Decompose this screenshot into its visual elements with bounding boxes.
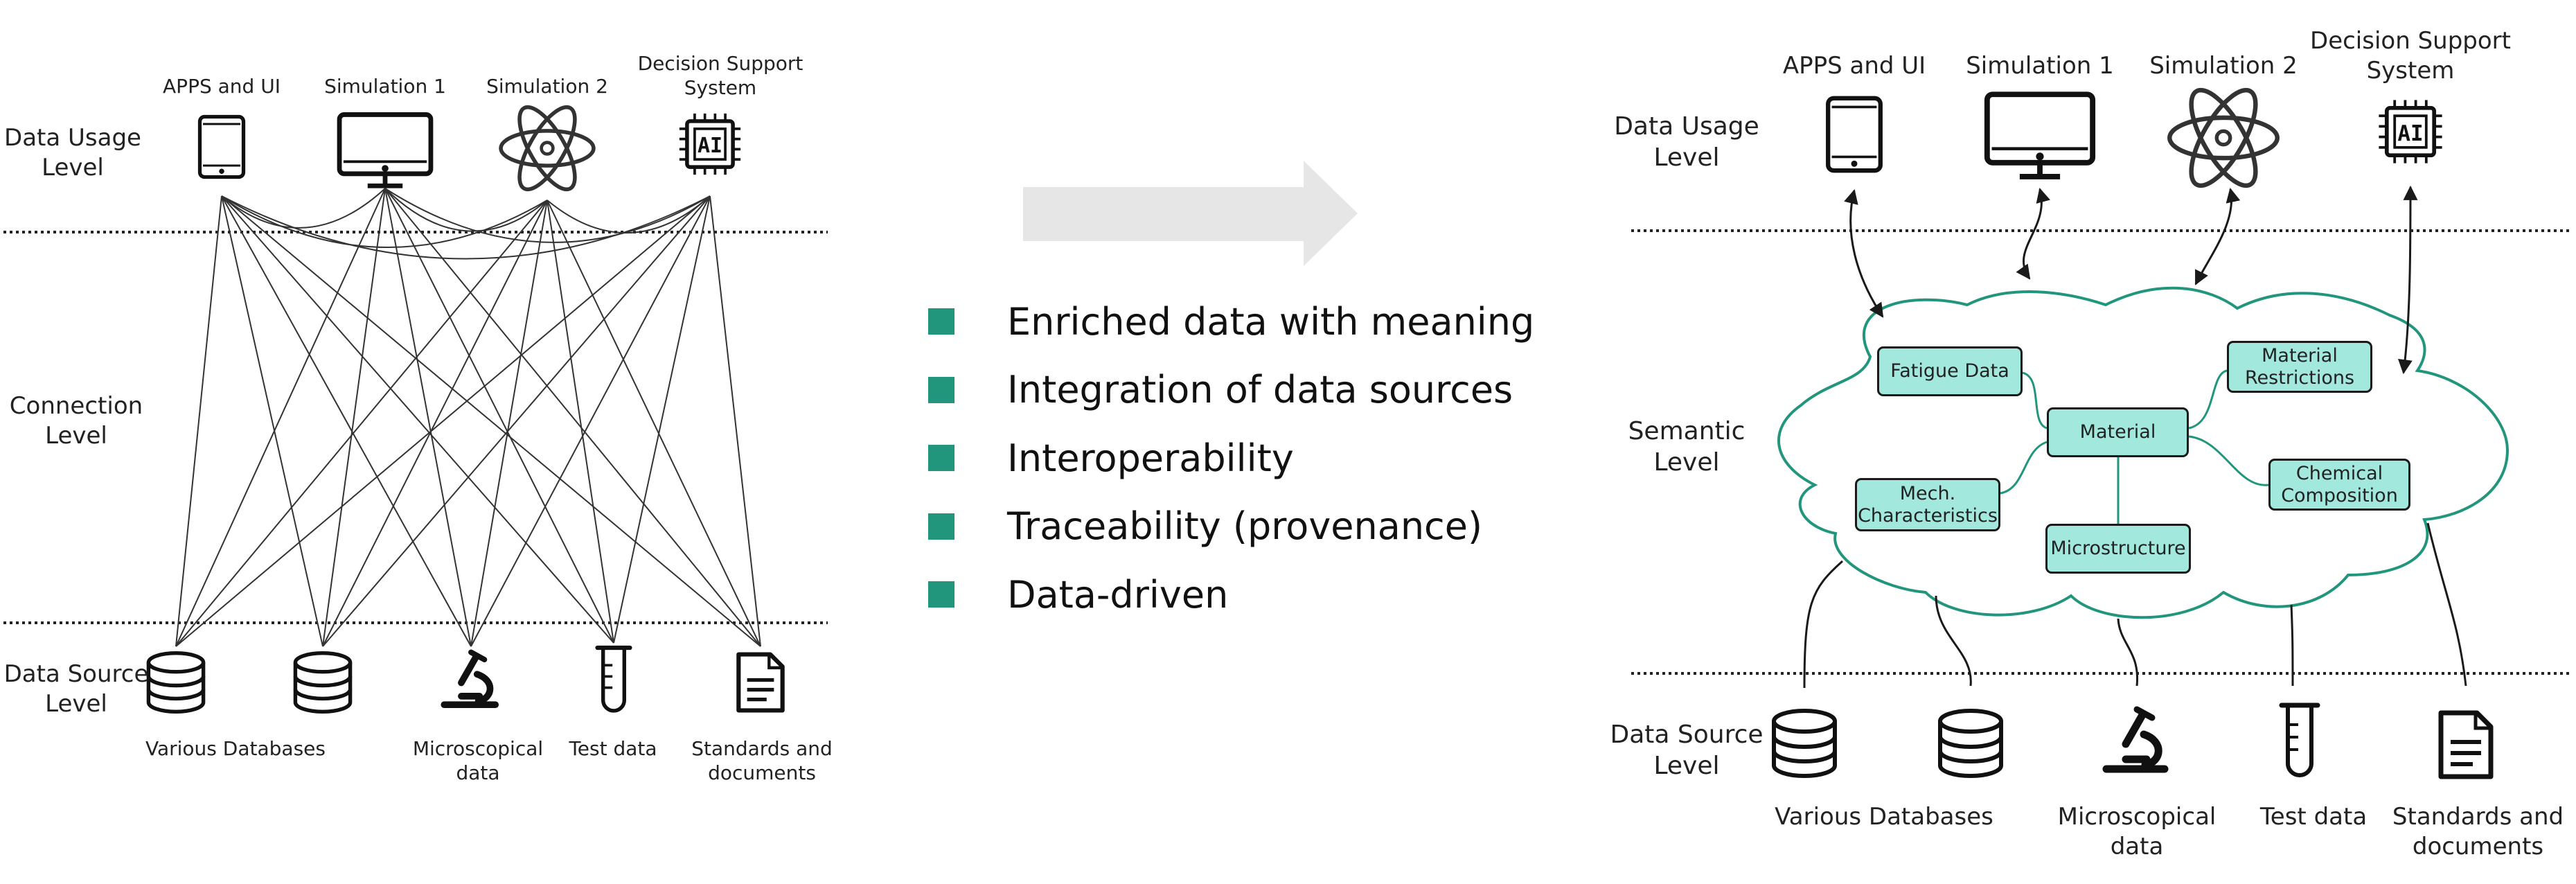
source-links	[1803, 522, 2467, 689]
connection-arc	[221, 195, 548, 248]
connection-line	[384, 188, 472, 647]
database-icon	[148, 653, 203, 712]
atom-icon	[501, 99, 594, 197]
connection-line	[221, 195, 472, 647]
ai-chip-text: AI	[698, 134, 722, 158]
benefit-text: Data-driven	[1007, 572, 1229, 617]
benefit-item: Traceability (provenance)	[928, 493, 1534, 561]
node-microstructure: Microstructure	[2045, 524, 2191, 574]
atom-icon	[2169, 81, 2277, 195]
left-source-label-test: Test data	[569, 737, 657, 760]
consumer-links	[1844, 185, 2418, 375]
benefit-text: Integration of data sources	[1007, 368, 1513, 412]
left-connection-arcs	[221, 188, 711, 260]
left-consumer-label-sim1: Simulation 1	[324, 75, 446, 98]
ai-chip-text: AI	[2397, 121, 2423, 146]
right-consumer-label-dss: Decision Support System	[2310, 27, 2511, 85]
document-icon	[2441, 713, 2491, 777]
right-usage-level-label: Data Usage Level	[1614, 112, 1759, 172]
connection-line	[221, 195, 761, 647]
monitor-icon	[1987, 94, 2093, 177]
right-consumer-label-apps: APPS and UI	[1782, 52, 1926, 80]
connection-arc	[384, 188, 548, 232]
microscope-icon	[444, 653, 495, 705]
bullet-square-icon	[928, 376, 954, 403]
tablet-icon	[200, 117, 244, 177]
right-source-level-label: Data Source Level	[1610, 721, 1764, 780]
left-source-label-databases: Various Databases	[145, 737, 326, 760]
connection-line	[322, 195, 711, 647]
left-consumer-label-dss: Decision Support System	[637, 52, 803, 99]
document-icon	[738, 655, 782, 711]
connection-arc	[221, 195, 711, 260]
right-source-label-databases: Various Databases	[1775, 803, 1993, 831]
connection-line	[547, 200, 761, 647]
node-material: Material	[2047, 407, 2189, 457]
test-tube-icon	[598, 648, 630, 711]
connection-line	[384, 188, 761, 647]
left-source-label-standards: Standards and documents	[691, 737, 833, 784]
arrow-right-icon	[1023, 161, 1358, 266]
database-icon	[1774, 711, 1835, 776]
connection-line	[384, 188, 614, 644]
bullet-square-icon	[928, 581, 954, 608]
benefit-text: Traceability (provenance)	[1007, 504, 1483, 549]
connection-line	[221, 195, 323, 647]
test-tube-icon	[2282, 705, 2318, 775]
connection-arc	[221, 188, 386, 229]
connection-line	[175, 195, 222, 647]
right-source-label-standards: Standards and documents	[2392, 803, 2564, 860]
right-semantic-level-label: Semantic Level	[1628, 417, 1746, 477]
connection-line	[322, 188, 386, 647]
connection-line	[547, 200, 614, 644]
connection-line	[175, 195, 711, 647]
left-connection-mesh	[175, 188, 761, 647]
microscope-icon	[2106, 709, 2165, 769]
node-links	[2000, 369, 2269, 525]
left-source-label-micro: Microscopical data	[412, 737, 544, 784]
node-chemical-composition: Chemical Composition	[2268, 459, 2410, 511]
bullet-square-icon	[928, 445, 954, 472]
node-material-restrictions: Material Restrictions	[2227, 341, 2372, 393]
connection-arc	[547, 195, 711, 234]
benefit-item: Enriched data with meaning	[928, 288, 1534, 356]
connection-line	[470, 200, 548, 647]
database-icon	[1940, 711, 2001, 776]
connection-line	[322, 200, 548, 647]
benefit-item: Integration of data sources	[928, 356, 1534, 425]
tablet-icon	[1828, 98, 1881, 170]
right-consumer-label-sim2: Simulation 2	[2149, 52, 2298, 80]
node-fatigue-data: Fatigue Data	[1877, 346, 2023, 396]
ai-chip-icon: AI	[679, 114, 740, 175]
ai-chip-icon: AI	[2379, 100, 2442, 163]
connection-line	[613, 195, 711, 644]
left-consumer-label-sim2: Simulation 2	[486, 75, 608, 98]
monitor-icon	[339, 114, 431, 186]
left-consumer-label-apps: APPS and UI	[163, 75, 281, 98]
benefit-item: Interoperability	[928, 424, 1534, 493]
connection-line	[175, 188, 386, 647]
database-icon	[295, 653, 350, 712]
left-connection-level-label: Connection Level	[9, 392, 143, 450]
connection-line	[709, 195, 761, 647]
right-source-label-micro: Microscopical data	[2057, 803, 2217, 860]
connection-line	[175, 200, 548, 647]
node-mech-characteristics: Mech. Characteristics	[1855, 478, 2000, 531]
bullet-square-icon	[928, 513, 954, 540]
connection-line	[470, 195, 711, 647]
benefit-text: Enriched data with meaning	[1007, 299, 1535, 344]
benefit-text: Interoperability	[1007, 436, 1294, 480]
benefit-item: Data-driven	[928, 560, 1534, 629]
right-consumer-label-sim1: Simulation 1	[1966, 52, 2114, 80]
left-usage-level-label: Data Usage Level	[4, 124, 141, 182]
connection-line	[221, 195, 614, 644]
benefit-list: Enriched data with meaning Integration o…	[928, 288, 1534, 629]
right-source-label-test: Test data	[2259, 803, 2368, 831]
left-source-level-label: Data Source Level	[3, 660, 149, 718]
connection-arc	[384, 188, 711, 243]
bullet-square-icon	[928, 308, 954, 335]
